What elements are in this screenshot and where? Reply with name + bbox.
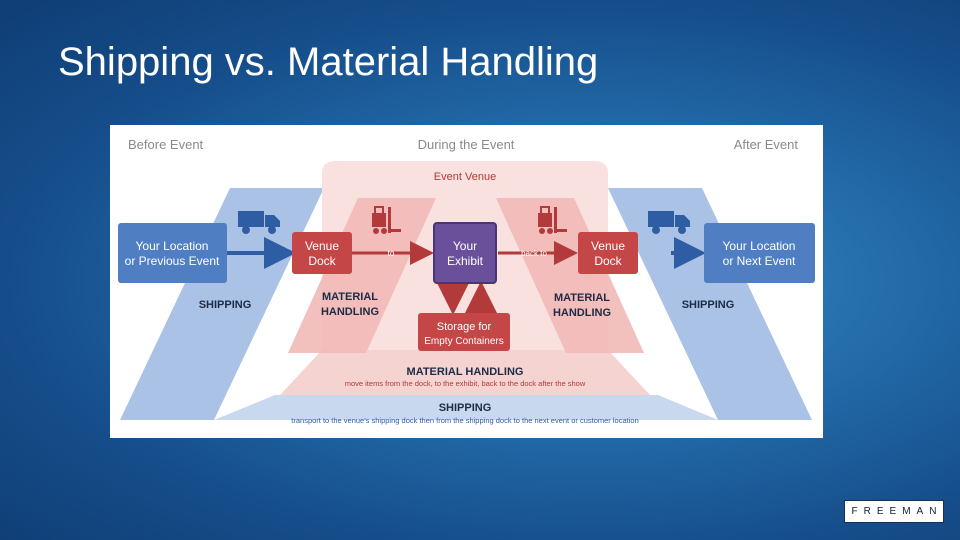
storage-box-line2: Empty Containers <box>424 336 503 347</box>
venue-dock-out-line2: Dock <box>594 254 622 268</box>
mh-label-left-line1: MATERIAL <box>322 291 378 303</box>
mh-label-right-line1: MATERIAL <box>554 292 610 304</box>
mh-label-right-line2: HANDLING <box>553 307 611 319</box>
destination-box <box>704 223 815 283</box>
phase-during-label: During the Event <box>418 137 515 152</box>
destination-box-line2: or Next Event <box>723 254 796 268</box>
arrow-label-back-to: back to <box>521 249 547 258</box>
truck-icon <box>238 211 280 234</box>
shipping-label-left: SHIPPING <box>199 299 252 311</box>
origin-box-line1: Your Location <box>136 239 209 253</box>
shipping-bottom-desc: transport to the venue's shipping dock t… <box>291 416 638 425</box>
freeman-logo: FREEMAN <box>844 500 944 523</box>
destination-box-line1: Your Location <box>723 239 796 253</box>
mh-bottom-desc: move items from the dock, to the exhibit… <box>345 379 586 388</box>
arrow-label-to: to <box>388 249 395 258</box>
venue-dock-out-line1: Venue <box>591 239 625 253</box>
exhibit-box-line2: Exhibit <box>447 254 484 268</box>
mh-label-left-line2: HANDLING <box>321 306 379 318</box>
mh-band-bottom <box>280 350 650 395</box>
exhibit-box-line1: Your <box>453 239 477 253</box>
shipping-band-bottom <box>214 395 718 420</box>
venue-dock-in-box <box>292 232 352 274</box>
venue-dock-in-line2: Dock <box>308 254 336 268</box>
origin-box <box>118 223 227 283</box>
forklift-icon <box>538 206 567 234</box>
storage-box-line1: Storage for <box>437 321 492 333</box>
shipping-band-right <box>608 188 812 420</box>
shipping-bottom-title: SHIPPING <box>439 402 492 414</box>
mh-band-left <box>288 198 436 353</box>
storage-box <box>418 313 510 351</box>
truck-icon <box>648 211 690 234</box>
origin-box-line2: or Previous Event <box>125 254 220 268</box>
slide-title: Shipping vs. Material Handling <box>58 40 599 84</box>
shipping-vs-material-handling-diagram: Before Event During the Event After Even… <box>110 125 823 438</box>
venue-dock-out-box <box>578 232 638 274</box>
phase-before-label: Before Event <box>128 137 204 152</box>
shipping-label-right: SHIPPING <box>682 299 735 311</box>
exhibit-box <box>433 222 497 284</box>
phase-after-label: After Event <box>734 137 799 152</box>
event-venue-label: Event Venue <box>434 171 496 183</box>
mh-bottom-title: MATERIAL HANDLING <box>407 366 524 378</box>
mh-band-right <box>496 198 644 353</box>
venue-dock-in-line1: Venue <box>305 239 339 253</box>
forklift-icon <box>372 206 401 234</box>
